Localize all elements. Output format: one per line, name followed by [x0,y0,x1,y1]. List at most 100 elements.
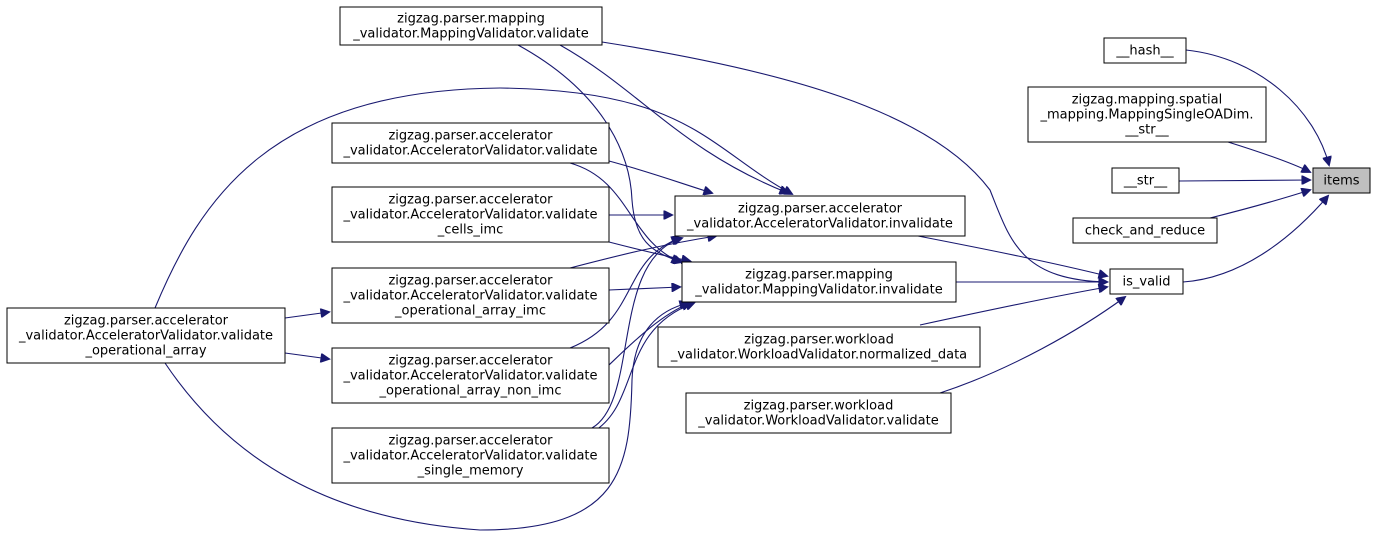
edge-avoa-to-mvinvalidate [164,303,688,531]
edge-line [284,352,329,359]
node-avoanon[interactable]: zigzag.parser.accelerator_validator.Acce… [331,347,610,404]
node-label-line: _validator.WorkloadValidator.validate [697,414,938,429]
edge-avcells-to-mvinvalidate [608,241,690,261]
edge-line [591,238,682,429]
edge-check-to-items [1209,190,1310,219]
edge-line [608,287,680,290]
node-wvvalidate[interactable]: zigzag.parser.workload_validator.Workloa… [685,392,952,434]
node-label-line: _validator.MappingValidator.validate [352,27,589,42]
node-label-line: _validator.WorkloadValidator.normalized_… [670,348,967,363]
node-label-line: _operational_array_imc [394,304,546,319]
edge-line [917,235,1107,276]
edge-line [559,44,788,193]
node-check[interactable]: check_and_reduce [1072,217,1218,244]
edge-line [284,312,329,319]
edge-avvalidate-to-mvinvalidate [569,162,680,262]
node-label-line: zigzag.parser.workload [744,399,894,414]
node-label-line: _single_memory [417,464,524,479]
node-label-line: _validator.AcceleratorValidator.validate [342,449,597,464]
node-avsingle[interactable]: zigzag.parser.accelerator_validator.Acce… [331,427,610,484]
edge-avoa-to-avoanon [284,352,329,359]
edges [154,41,1329,531]
node-hash[interactable]: __hash__ [1103,37,1187,64]
node-box [685,392,952,434]
edge-line [164,303,688,531]
node-box [1312,167,1371,194]
node-label-line: check_and_reduce [1085,224,1205,239]
node-box [1072,217,1218,244]
edge-wvnorm-to-isvalid [919,287,1107,326]
node-mapstr[interactable]: zigzag.mapping.spatial_mapping.MappingSi… [1027,86,1267,143]
node-isvalid[interactable]: is_valid [1109,268,1184,295]
node-label-line: _cells_imc [437,223,504,238]
node-wvnorm[interactable]: zigzag.parser.workload_validator.Workloa… [657,326,981,368]
edge-mvvalidate-to-avinvalidate [559,44,788,193]
node-label-line: _validator.AcceleratorValidator.validate [342,289,597,304]
edge-avoaimc-to-mvinvalidate [608,287,680,290]
node-str[interactable]: __str__ [1111,167,1180,194]
edge-line [1227,141,1310,172]
node-box [674,195,966,237]
node-avoaimc[interactable]: zigzag.parser.accelerator_validator.Acce… [331,267,610,324]
node-box [1111,167,1180,194]
node-label-line: zigzag.parser.accelerator [388,193,553,208]
node-label-line: zigzag.parser.accelerator [64,314,229,329]
node-box [331,427,610,484]
node-label-line: __str__ [1124,123,1169,138]
node-box [1103,37,1187,64]
node-box [331,186,610,243]
node-label-line: zigzag.parser.accelerator [388,434,553,449]
node-avcells[interactable]: zigzag.parser.accelerator_validator.Acce… [331,186,610,243]
node-label-line: zigzag.parser.mapping [397,12,545,27]
node-mvinvalidate[interactable]: zigzag.parser.mapping_validator.MappingV… [681,261,957,303]
node-label-line: zigzag.parser.mapping [745,268,893,283]
edge-isvalid-to-items [1182,196,1328,283]
node-box [6,307,286,364]
node-label-line: _validator.AcceleratorValidator.validate [342,208,597,223]
node-box [657,326,981,368]
node-label-line: _operational_array [84,344,206,359]
node-box [681,261,957,303]
node-label-line: is_valid [1122,275,1170,290]
node-box [331,347,610,404]
node-label-line: zigzag.parser.accelerator [738,202,903,217]
edge-line [919,287,1107,326]
edge-wvvalidate-to-isvalid [939,297,1125,394]
edge-avinvalidate-to-isvalid [917,235,1107,276]
node-label-line: _validator.AcceleratorValidator.validate [18,329,273,344]
node-avinvalidate[interactable]: zigzag.parser.accelerator_validator.Acce… [674,195,966,237]
edge-avoa-to-avoaimc [284,312,329,319]
node-label-line: zigzag.parser.accelerator [388,274,553,289]
node-label-line: zigzag.mapping.spatial [1072,93,1223,108]
node-label-line: zigzag.parser.workload [744,333,894,348]
node-avoa[interactable]: zigzag.parser.accelerator_validator.Acce… [6,307,286,364]
node-label-line: _validator.AcceleratorValidator.invalida… [686,217,953,232]
node-avvalidate[interactable]: zigzag.parser.accelerator_validator.Acce… [331,122,610,164]
edge-avoaimc-to-avinvalidate [569,236,716,269]
node-label-line: __hash__ [1115,44,1174,59]
node-box [331,122,610,164]
node-mvvalidate[interactable]: zigzag.parser.mapping_validator.MappingV… [339,6,603,46]
node-label-line: zigzag.parser.accelerator [388,354,553,369]
node-box [339,6,603,46]
edge-line [1185,49,1329,165]
edge-line [601,41,1107,282]
edge-mapstr-to-items [1227,141,1310,172]
edge-avsingle-to-avinvalidate [591,238,682,429]
edge-line [1178,180,1310,181]
node-items[interactable]: items [1312,167,1371,194]
edge-line [154,87,792,309]
node-label-line: __str__ [1123,174,1168,189]
node-label-line: _mapping.MappingSingleOADim. [1040,108,1254,123]
edge-line [608,241,690,261]
node-box [1027,86,1267,143]
edge-line [1209,190,1310,219]
node-label-line: zigzag.parser.accelerator [388,129,553,144]
node-box [331,267,610,324]
node-label-line: _validator.AcceleratorValidator.validate [342,144,597,159]
node-label-line: items [1323,174,1359,189]
edge-line [569,162,680,262]
edge-line [608,160,712,193]
edge-avvalidate-to-avinvalidate [608,160,712,193]
